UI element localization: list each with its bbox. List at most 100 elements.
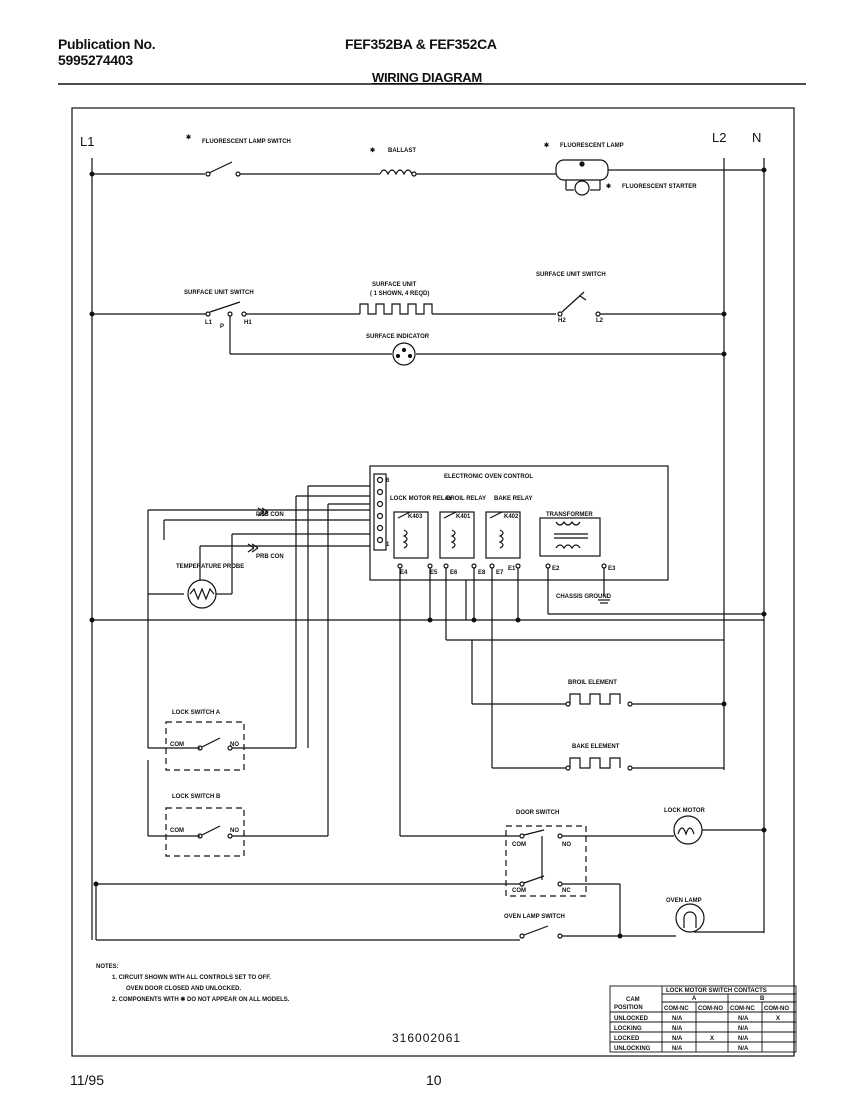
publication-label: Publication No. — [58, 36, 156, 52]
notes-heading: NOTES: — [96, 964, 119, 970]
no-label: NO — [230, 742, 239, 748]
table-header: COM-NC — [664, 1006, 689, 1012]
com-label: COM — [512, 888, 526, 894]
lock-motor-label: LOCK MOTOR — [664, 808, 706, 814]
terminal-label: E5 — [430, 570, 438, 576]
junction-dots — [89, 167, 767, 939]
surface-unit-circuit — [92, 291, 724, 366]
table-header: COM-NC — [730, 1006, 755, 1012]
lock-motor — [673, 815, 764, 845]
publication-number: 5995274403 — [58, 52, 133, 68]
oven-lamp-switch-label: OVEN LAMP SWITCH — [504, 914, 565, 920]
contacts-table-text: LOCK MOTOR SWITCH CONTACTS CAM POSITION … — [614, 988, 789, 1052]
relay-id: K402 — [504, 514, 519, 520]
com-label: COM — [512, 842, 526, 848]
asterisk-icon: ✱ — [370, 147, 375, 154]
bake-element-label: BAKE ELEMENT — [572, 744, 620, 750]
fl-lamp-switch-label: FLUORESCENT LAMP SWITCH — [202, 139, 291, 145]
note-2: 2. COMPONENTS WITH ✱ DO NOT APPEAR ON AL… — [112, 996, 290, 1003]
no-label: NO — [562, 842, 571, 848]
temperature-probe-label: TEMPERATURE PROBE — [176, 564, 244, 570]
diagram-number: 316002061 — [392, 1031, 461, 1045]
broil-element-label: BROIL ELEMENT — [568, 680, 617, 686]
table-header: CAM — [626, 997, 640, 1003]
chassis-ground — [547, 568, 764, 615]
prb-con-label: PRB CON — [256, 512, 284, 518]
lock-switch-a-label: LOCK SWITCH A — [172, 710, 221, 716]
electronic-oven-control — [369, 465, 669, 581]
surface-unit-label: SURFACE UNIT — [372, 282, 417, 288]
table-cell: N/A — [738, 1016, 749, 1022]
l2-label: L2 — [712, 130, 726, 145]
broil-relay-label: BROIL RELAY — [446, 496, 486, 502]
surface-switch-left-label: SURFACE UNIT SWITCH — [184, 290, 254, 296]
table-cell: N/A — [672, 1036, 683, 1042]
note-1b: OVEN DOOR CLOSED AND UNLOCKED. — [126, 986, 241, 992]
terminal-label: E7 — [496, 570, 504, 576]
terminal-label: L1 — [205, 320, 213, 326]
footer-date: 11/95 — [70, 1072, 104, 1088]
table-cell: X — [710, 1036, 714, 1042]
lock-switch-b — [147, 760, 328, 857]
surface-indicator-label: SURFACE INDICATOR — [366, 334, 430, 340]
nc-label: NC — [562, 888, 571, 894]
l1-label: L1 — [80, 134, 94, 149]
pin-label: 1 — [386, 542, 390, 548]
note-1a: 1. CIRCUIT SHOWN WITH ALL CONTROLS SET T… — [112, 975, 271, 981]
com-label: COM — [170, 742, 184, 748]
lock-switch-a — [147, 594, 296, 771]
page-number: 10 — [426, 1072, 442, 1088]
fl-lamp-label: FLUORESCENT LAMP — [560, 143, 624, 149]
probe-wiring — [147, 485, 370, 836]
table-title: LOCK MOTOR SWITCH CONTACTS — [666, 988, 767, 994]
fl-starter-label: FLUORESCENT STARTER — [622, 184, 697, 190]
terminal-label: E1 — [508, 566, 516, 572]
asterisk-icon: ✱ — [606, 183, 611, 190]
table-header: COM-NO — [698, 1006, 723, 1012]
terminal-label: H2 — [558, 318, 566, 324]
terminal-label: L2 — [596, 318, 604, 324]
table-header: POSITION — [614, 1005, 643, 1011]
table-cell: N/A — [672, 1016, 683, 1022]
terminal-label: E6 — [450, 570, 458, 576]
relay-id: K403 — [408, 514, 423, 520]
lock-motor-relay-label: LOCK MOTOR RELAY — [390, 496, 452, 502]
table-cell: N/A — [738, 1046, 749, 1052]
door-switch — [95, 825, 674, 940]
com-label: COM — [170, 828, 184, 834]
door-switch-label: DOOR SWITCH — [516, 810, 559, 816]
contacts-table — [609, 985, 797, 1053]
terminal-label: E4 — [400, 570, 408, 576]
model-numbers: FEF352BA & FEF352CA — [345, 36, 497, 52]
eoc-label: ELECTRONIC OVEN CONTROL — [444, 474, 533, 480]
table-cell: N/A — [672, 1026, 683, 1032]
terminal-label: H1 — [244, 320, 252, 326]
fluorescent-circuit — [92, 159, 764, 196]
diagram-title: WIRING DIAGRAM — [372, 70, 482, 85]
surface-switch-right-label: SURFACE UNIT SWITCH — [536, 272, 606, 278]
table-cell: LOCKING — [614, 1026, 642, 1032]
table-cell: N/A — [738, 1026, 749, 1032]
table-header: B — [760, 996, 765, 1002]
table-cell: N/A — [672, 1046, 683, 1052]
terminal-label: E8 — [478, 570, 486, 576]
surface-unit-note: ( 1 SHOWN, 4 REQD) — [370, 291, 429, 297]
relay-id: K401 — [456, 514, 471, 520]
terminal-label: E2 — [552, 566, 560, 572]
asterisk-icon: ✱ — [544, 142, 549, 149]
terminal-label: E3 — [608, 566, 616, 572]
asterisk-icon: ✱ — [186, 134, 191, 141]
lock-switch-b-label: LOCK SWITCH B — [172, 794, 221, 800]
no-label: NO — [230, 828, 239, 834]
table-cell: X — [776, 1016, 780, 1022]
table-header: COM-NO — [764, 1006, 789, 1012]
table-cell: N/A — [738, 1036, 749, 1042]
oven-lamp-switch — [96, 925, 676, 941]
transformer-label: TRANSFORMER — [546, 512, 593, 518]
chassis-ground-label: CHASSIS GROUND — [556, 594, 612, 600]
ballast-label: BALLAST — [388, 148, 416, 154]
terminal-label: P — [220, 324, 224, 330]
prb-con-label: PRB CON — [256, 554, 284, 560]
table-cell: UNLOCKED — [614, 1016, 649, 1022]
